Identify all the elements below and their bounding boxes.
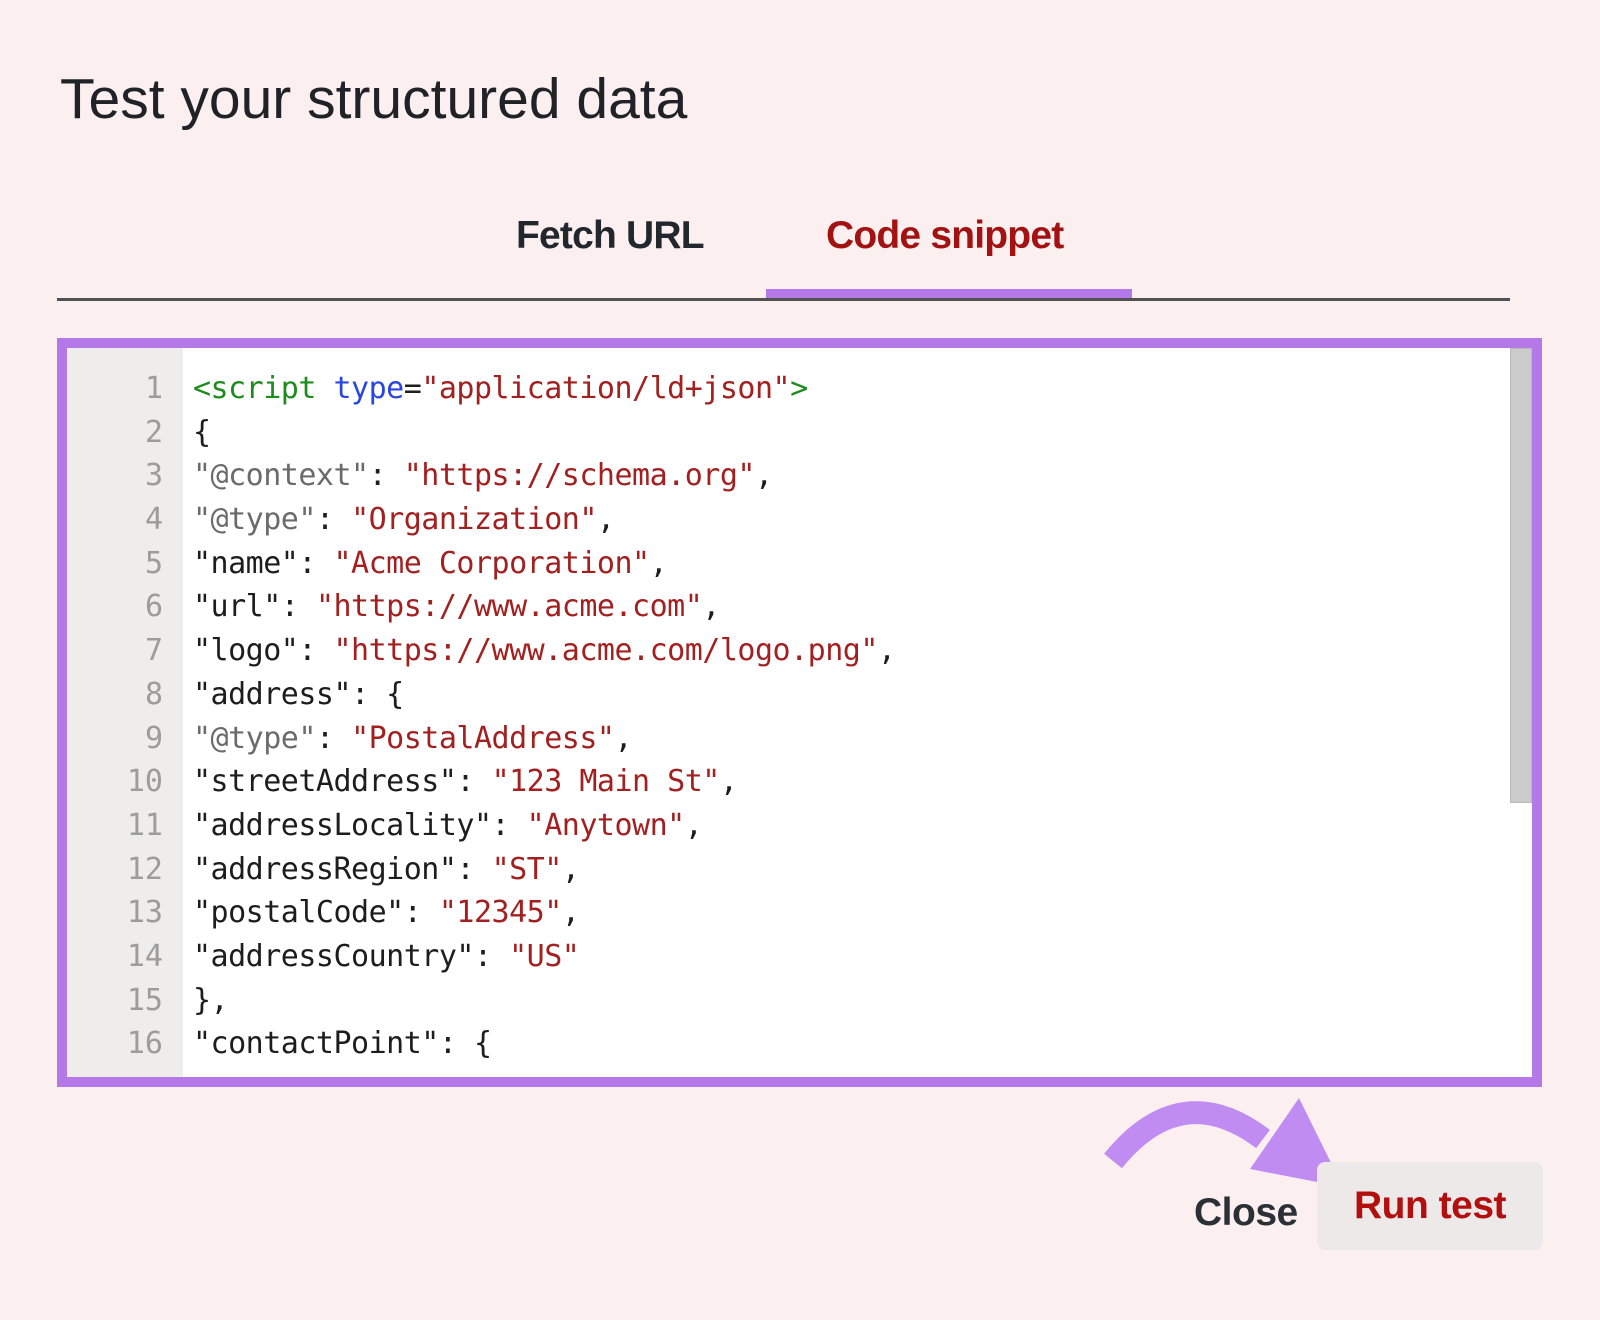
code-line: "address": { — [193, 676, 404, 712]
line-number: 7 — [144, 633, 163, 669]
line-number: 3 — [144, 458, 163, 494]
curved-arrow-icon — [1104, 1098, 1343, 1187]
line-number: 16 — [126, 1026, 163, 1062]
code-lines: <script type="application/ld+json"> { "@co… — [193, 348, 1492, 1066]
code-line: "addressLocality": "Anytown", — [193, 807, 703, 843]
line-number: 10 — [126, 764, 163, 800]
close-button[interactable]: Close — [1194, 1191, 1298, 1234]
line-number: 11 — [126, 807, 163, 843]
code-line: "postalCode": "12345", — [193, 895, 580, 931]
line-number: 2 — [144, 414, 163, 450]
code-line: { — [193, 414, 211, 450]
code-line: "addressCountry": "US" — [193, 938, 580, 974]
line-number: 4 — [144, 502, 163, 538]
line-number: 13 — [126, 895, 163, 931]
line-number: 9 — [144, 720, 163, 756]
code-line: }, — [193, 982, 229, 1018]
tab-code-snippet[interactable]: Code snippet — [826, 214, 1064, 257]
code-line: "url": "https://www.acme.com", — [193, 589, 720, 625]
page-title: Test your structured data — [60, 67, 688, 131]
line-number: 15 — [126, 982, 163, 1018]
code-line: "name": "Acme Corporation", — [193, 545, 668, 581]
run-test-button[interactable]: Run test — [1317, 1162, 1543, 1250]
code-line: "addressRegion": "ST", — [193, 851, 580, 887]
code-line: "contactPoint": { — [193, 1026, 492, 1062]
line-number: 14 — [126, 938, 163, 974]
run-test-label: Run test — [1354, 1184, 1507, 1227]
code-line: "@type": "Organization", — [193, 502, 615, 538]
editor-scrollbar[interactable] — [1510, 348, 1532, 803]
line-number: 5 — [144, 545, 163, 581]
code-line: "@type": "PostalAddress", — [193, 720, 633, 756]
line-number: 6 — [144, 589, 163, 625]
active-tab-indicator — [766, 289, 1132, 298]
line-number: 12 — [126, 851, 163, 887]
code-line: "streetAddress": "123 Main St", — [193, 764, 738, 800]
line-number: 8 — [144, 676, 163, 712]
code-line: "@context": "https://schema.org", — [193, 458, 773, 494]
tab-fetch-url[interactable]: Fetch URL — [516, 214, 705, 257]
tab-bar-divider — [57, 298, 1510, 301]
code-line: "logo": "https://www.acme.com/logo.png", — [193, 633, 896, 669]
line-number: 1 — [144, 371, 163, 406]
code-line: <script type="application/ld+json"> — [193, 371, 808, 406]
